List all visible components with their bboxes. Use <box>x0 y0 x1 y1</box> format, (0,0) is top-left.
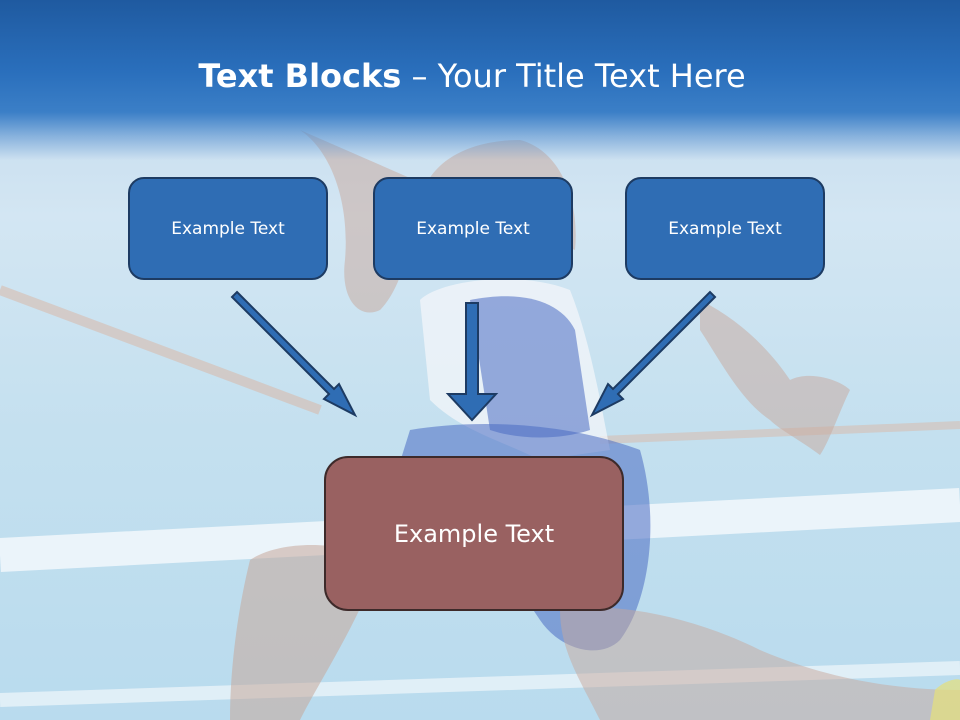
top-text-block-right[interactable]: Example Text <box>625 177 825 280</box>
top-text-block-right-label: Example Text <box>668 218 782 239</box>
bottom-text-block[interactable]: Example Text <box>324 456 624 611</box>
title-bar: Text Blocks – Your Title Text Here <box>0 0 960 160</box>
top-text-block-center[interactable]: Example Text <box>373 177 573 280</box>
arrow-right-diagonal <box>589 290 717 418</box>
arrow-center-down <box>445 302 499 422</box>
title-bold-part: Text Blocks <box>198 57 402 95</box>
slide-title: Text Blocks – Your Title Text Here <box>0 54 944 98</box>
top-text-block-center-label: Example Text <box>416 218 530 239</box>
title-dash: – <box>401 57 438 95</box>
top-text-block-left-label: Example Text <box>171 218 285 239</box>
arrow-left-diagonal <box>230 290 358 418</box>
title-rest: Your Title Text Here <box>437 57 746 95</box>
bottom-text-block-label: Example Text <box>393 519 555 548</box>
top-text-block-left[interactable]: Example Text <box>128 177 328 280</box>
